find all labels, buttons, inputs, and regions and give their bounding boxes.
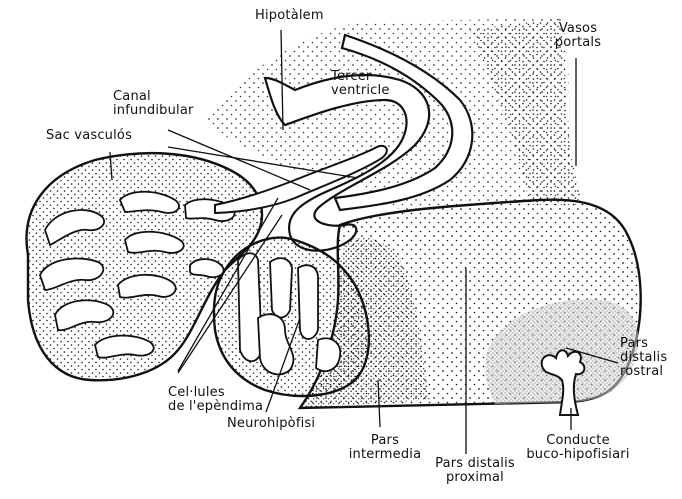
label-conducte-line1: Conducte xyxy=(508,434,648,448)
label-vasos-line1: Vasos xyxy=(538,22,618,36)
label-pars-int-line1: Pars xyxy=(345,434,425,448)
label-canal-infundibular: Canal infundibular xyxy=(113,90,194,118)
label-neurohipofisi: Neurohipòfisi xyxy=(227,417,315,431)
label-tercer-ventricle: Tercer ventricle xyxy=(331,70,390,98)
label-pars-int-line2: intermedia xyxy=(345,448,425,462)
label-pars-rost-line2: distalis xyxy=(620,351,667,365)
label-cellules-line1: Cel·lules xyxy=(168,386,263,400)
label-canal-line2: infundibular xyxy=(113,104,194,118)
label-conducte-line2: buco-hipofisiari xyxy=(508,448,648,462)
label-pars-prox-line2: proximal xyxy=(425,471,525,485)
label-cellules-ependima: Cel·lules de l'epèndima xyxy=(168,386,263,414)
label-conducte-buco-hipofisiari: Conducte buco-hipofisiari xyxy=(508,434,648,462)
label-sac-vasculos: Sac vasculós xyxy=(46,129,132,143)
label-tercer-line2: ventricle xyxy=(331,84,390,98)
label-hipotalem: Hipotàlem xyxy=(255,9,324,23)
label-pars-intermedia: Pars intermedia xyxy=(345,434,425,462)
label-vasos-line2: portals xyxy=(538,36,618,50)
label-cellules-line2: de l'epèndima xyxy=(168,400,263,414)
label-pars-rost-line1: Pars xyxy=(620,337,667,351)
label-pars-rost-line3: rostral xyxy=(620,365,667,379)
label-tercer-line1: Tercer xyxy=(331,70,390,84)
label-canal-line1: Canal xyxy=(113,90,194,104)
label-pars-distalis-rostral: Pars distalis rostral xyxy=(620,337,667,379)
label-vasos-portals: Vasos portals xyxy=(538,22,618,50)
